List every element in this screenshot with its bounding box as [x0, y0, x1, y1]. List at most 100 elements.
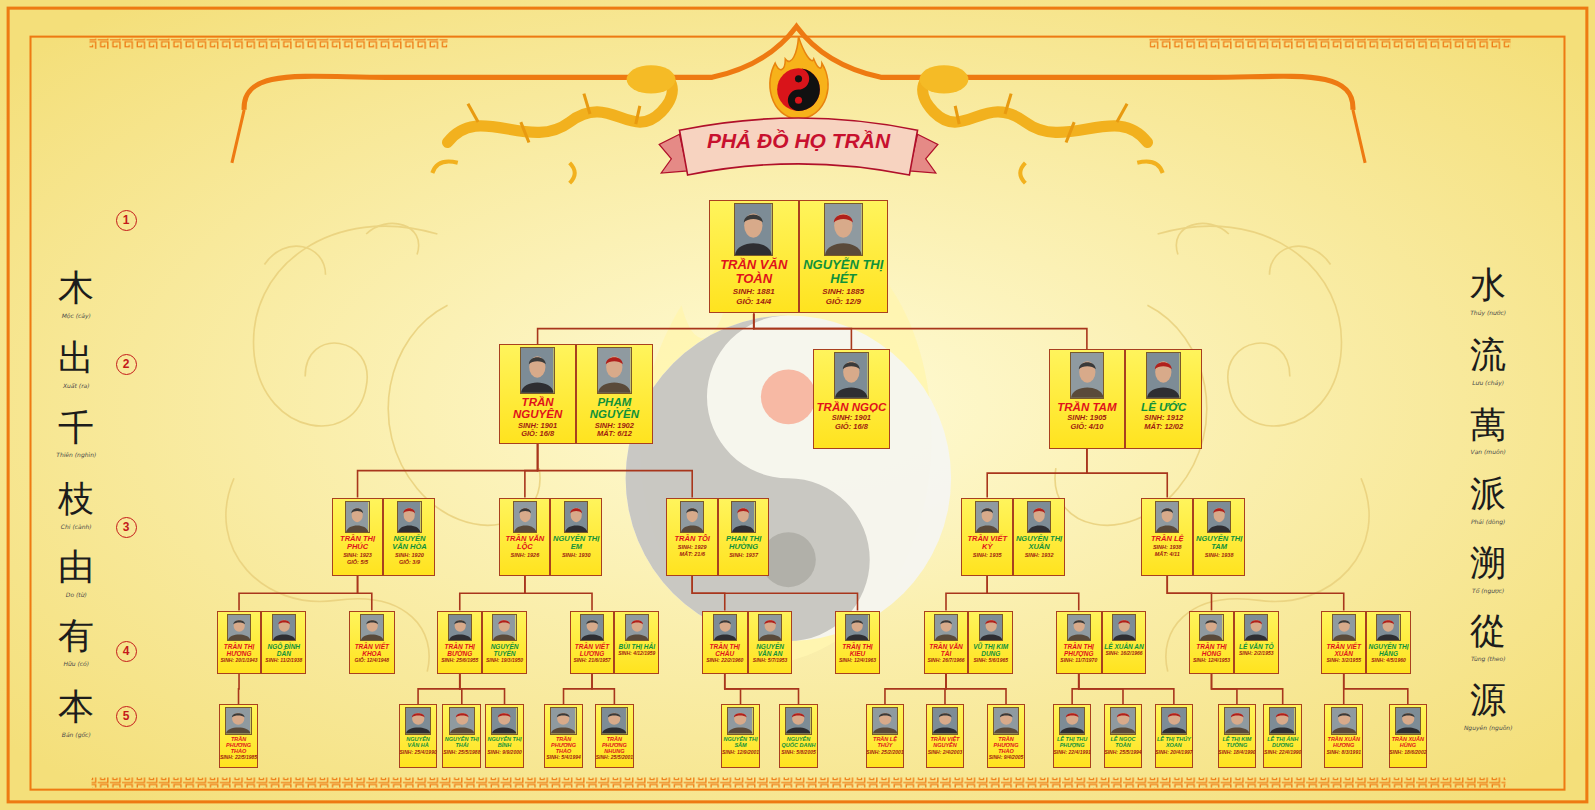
person-card: TRẦN THỊ PHÚCSINH: 1923GIỖ: 5/5 — [332, 498, 384, 576]
portrait-silhouette — [994, 708, 1018, 733]
portrait-silhouette — [346, 502, 368, 533]
lineage-line — [987, 449, 1087, 498]
life-date: SINH: 22/2/1960 — [706, 658, 743, 664]
portrait-photo — [758, 614, 782, 641]
person-card: NGUYỄN THỊ HẰNGSINH: 4/5/1960 — [1366, 611, 1411, 674]
person-name: NGUYỄN THỊ SÂM — [723, 737, 758, 749]
portrait-silhouette — [1208, 502, 1230, 533]
lineage-line — [460, 674, 505, 705]
portrait-photo — [360, 614, 384, 641]
title-text: PHẢ ĐỒ HỌ TRẦN — [707, 129, 890, 153]
portrait-photo — [872, 707, 898, 734]
person-name: LÊ THỊ ÁNH DƯƠNG — [1265, 737, 1300, 749]
portrait-silhouette — [714, 615, 736, 640]
person-card: TRẦN PHƯƠNG NHUNGSINH: 25/5/2001 — [595, 704, 634, 768]
lineage-line — [885, 674, 946, 705]
life-date: GIỖ: 5/5 — [347, 559, 368, 565]
generation-number: 1 — [116, 210, 137, 231]
portrait-silhouette — [361, 615, 383, 640]
character-gloss: Tùng (theo) — [1471, 655, 1506, 662]
portrait-silhouette — [226, 708, 250, 733]
person-card: LÊ THỊ ÁNH DƯƠNGSINH: 22/4/1990 — [1263, 704, 1302, 768]
person-card: TRẦN TÔISINH: 1929MẤT: 21/6 — [666, 498, 718, 576]
portrait-photo — [345, 501, 369, 534]
person-name: TRẦN THỊ HƯƠNG — [219, 643, 260, 657]
portrait-photo — [1110, 707, 1136, 734]
person-name: NGUYỄN QUỐC DANH — [781, 737, 816, 749]
portrait-silhouette — [565, 502, 587, 533]
portrait-silhouette — [1377, 615, 1399, 640]
portrait-photo — [272, 614, 296, 641]
person-card: TRẦN VĂN TOÀNSINH: 1881GIỖ: 14/4 — [709, 200, 799, 313]
portrait-silhouette — [759, 615, 781, 640]
person-card: TRẦN XUÂN HÙNGSINH: 18/6/2002 — [1389, 704, 1428, 768]
generation-number: 3 — [116, 517, 137, 538]
couplet-character: 枝 — [58, 479, 94, 519]
couplet-character: 有 — [58, 616, 94, 656]
person-name: TRẦN VIẾT XUÂN — [1323, 643, 1364, 657]
portrait-photo — [1027, 501, 1051, 534]
golden-dragon — [432, 65, 1162, 183]
person-name: NGUYỄN THỊ TAM — [1195, 535, 1243, 551]
person-name: TRẦN THỊ KIỀU — [837, 643, 878, 657]
person-card: TRẦN THỊ HỒNGSINH: 12/4/1953 — [1189, 611, 1234, 674]
person-name: TRẦN PHƯƠNG THẢO — [989, 737, 1024, 755]
portrait-photo — [834, 352, 869, 399]
life-date: SINH: 1929 — [678, 544, 707, 550]
portrait-silhouette — [1162, 708, 1186, 733]
person-card: TRẦN VIẾT KHOAGIỖ: 12/4/1948 — [349, 611, 395, 674]
life-date: SINH: 21/6/1957 — [573, 658, 610, 664]
person-name: NGUYỄN VĂN HÀ — [401, 737, 436, 749]
person-name: NGUYỄN THỊ THÁI — [444, 737, 479, 749]
lineage-line — [358, 444, 538, 498]
character-gloss: Do (từ) — [66, 591, 87, 598]
lineage-line — [1087, 449, 1167, 498]
lineage-line — [238, 674, 240, 705]
person-name: TRẦN THỊ HỒNG — [1191, 643, 1232, 657]
life-date: SINH: 1901 — [518, 422, 557, 431]
person-name: VŨ THỊ KIM DUNG — [970, 643, 1011, 657]
life-date: SINH: 1923 — [343, 552, 372, 558]
portrait-photo — [975, 501, 999, 534]
character-gloss: Thiên (nghìn) — [56, 451, 96, 458]
person-name: TRẦN TÔI — [668, 535, 716, 543]
portrait-photo — [449, 707, 475, 734]
life-date: SINH: 18/6/2002 — [1389, 750, 1426, 756]
couplet-character: 派 — [1470, 474, 1506, 514]
life-date: SINH: 12/4/1953 — [1193, 658, 1230, 664]
life-date: SINH: 25/5/1994 — [1104, 750, 1141, 756]
couplet-character: 木 — [58, 268, 94, 308]
portrait-photo — [601, 707, 627, 734]
portrait-photo — [564, 501, 588, 534]
portrait-silhouette — [825, 204, 862, 255]
person-name: PHAN THỊ HƯỜNG — [720, 535, 767, 551]
life-date: GIỖ: 16/8 — [835, 423, 868, 432]
portrait-photo — [727, 707, 753, 734]
portrait-photo — [625, 614, 649, 641]
person-name: NGUYỄN TUYẾN — [484, 643, 525, 657]
person-name: TRẦN VIẾT LƯƠNG — [572, 643, 613, 657]
character-gloss: Phái (dòng) — [1471, 518, 1505, 525]
portrait-photo — [1331, 707, 1357, 734]
portrait-silhouette — [398, 502, 420, 533]
life-date: SINH: 5/7/1953 — [753, 658, 787, 664]
lineage-line — [725, 674, 799, 705]
person-name: LÊ ƯỚC — [1127, 401, 1200, 413]
portrait-photo — [824, 203, 863, 256]
portrait-photo — [1155, 501, 1179, 534]
portrait-silhouette — [521, 348, 554, 393]
person-card: LÊ XUÂN ANSINH: 16/2/1966 — [1102, 611, 1147, 674]
title-ribbon — [659, 118, 938, 175]
character-gloss: Nguyên (nguồn) — [1464, 724, 1513, 731]
person-card: NGUYỄN VĂN HÀSINH: 25/4/1990 — [399, 704, 438, 768]
person-name: LÊ NGỌC TOÀN — [1106, 737, 1141, 749]
life-date: SINH: 1901 — [832, 414, 871, 423]
person-card: TRẦN THỊ BƯỜNGSINH: 25/6/1955 — [437, 611, 482, 674]
character-gloss: Mộc (cây) — [62, 312, 91, 319]
lineage-line — [525, 576, 592, 611]
person-card: NGUYỄN THỊ HÉTSINH: 1885GIỖ: 12/9 — [799, 200, 889, 313]
lineage-line — [987, 576, 1079, 611]
life-date: SINH: 25/2/2001 — [866, 750, 903, 756]
person-card: NGUYỄN THỊ THÁISINH: 25/5/1988 — [442, 704, 481, 768]
